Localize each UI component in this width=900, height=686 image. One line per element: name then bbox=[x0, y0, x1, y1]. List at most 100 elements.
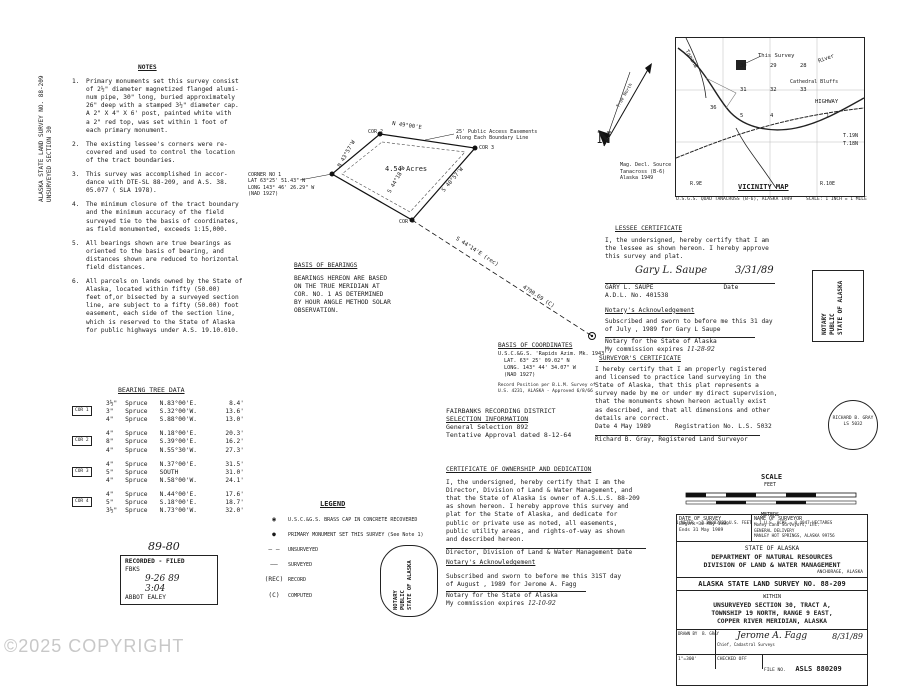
note-item: 3.This survey was accomplished in accor-… bbox=[72, 171, 312, 195]
cor4-monument bbox=[409, 217, 415, 223]
recording-info: FAIRBANKS RECORDING DISTRICT SELECTION I… bbox=[446, 407, 571, 439]
easement-line bbox=[341, 141, 466, 213]
lessee-date-label: Date bbox=[723, 284, 739, 292]
vicinity-this-survey: This Survey bbox=[758, 53, 795, 59]
lessee-notary-title: Notary's Acknowledgement bbox=[605, 306, 695, 314]
legend-symbol: (C) bbox=[268, 591, 280, 599]
legend-item: (C)COMPUTED bbox=[260, 592, 440, 600]
lessee-expires: My commission expires bbox=[605, 345, 684, 353]
note-text: All bearings shown are true bearings as … bbox=[86, 239, 239, 271]
lessee-sign-date: 3/31/89 bbox=[735, 265, 774, 277]
surveyor-date: Date 4 May 1989 bbox=[595, 422, 651, 430]
basis-coords-line1: U.S.C.&G.S. 'Rapids Azim. Mk. 1943' bbox=[498, 351, 608, 358]
legend-label: UNSURVEYED bbox=[288, 547, 319, 554]
cor4-label: COR 4 bbox=[399, 219, 415, 225]
scale-feet: FEET bbox=[764, 482, 777, 489]
bearing-tree-cell: 3½" bbox=[106, 400, 118, 408]
basis-of-bearings: BASIS OF BEARINGS BEARINGS HEREON ARE BA… bbox=[294, 262, 391, 316]
bearing-tree-cell: 20.3' bbox=[225, 430, 244, 438]
cor2-monument bbox=[377, 131, 383, 137]
brass-cap bbox=[588, 332, 596, 340]
ownership-notary-text: Subscribed and sworn to before me this 3… bbox=[446, 573, 622, 589]
vicinity-cathedral: Cathedral Bluffs bbox=[790, 79, 839, 85]
stamp-by: ABBOT EALEY bbox=[125, 594, 166, 602]
legend-symbol: ◉ bbox=[272, 516, 276, 524]
side-label-line2: UNSURVEYED SECTION 30 bbox=[46, 126, 53, 202]
bearing-tree-cell: Spruce bbox=[125, 468, 148, 476]
vicinity-t18n: T.18N bbox=[843, 141, 859, 147]
note-number: 4. bbox=[72, 201, 80, 209]
bearing-tree-cell: 8" bbox=[106, 438, 114, 446]
bearing-tree-cell: 5" bbox=[106, 468, 114, 476]
title-dept: DEPARTMENT OF NATURAL RESOURCES bbox=[711, 553, 833, 562]
notary-seal-lessee: NOTARY PUBLIC STATE OF ALASKA bbox=[812, 270, 864, 342]
bearing-tree-cell: 4" bbox=[106, 460, 114, 468]
legend-symbol: (REC) bbox=[264, 576, 284, 584]
bearing-tree-cell: Spruce bbox=[125, 430, 148, 438]
note-item: 5.All bearings shown are true bearings a… bbox=[72, 240, 312, 272]
bearing-tree-cell: 5" bbox=[106, 499, 114, 507]
bearing-tree-cell: 3½" bbox=[106, 507, 118, 515]
director-signature: Jerome A. Fagg bbox=[737, 630, 808, 641]
area-label: 4.54 Acres bbox=[385, 165, 428, 173]
bearing-tree-cell: Spruce bbox=[125, 408, 148, 416]
bearing-tree-cell: S.88°00'W. bbox=[159, 416, 197, 424]
scale-title: SCALE bbox=[761, 473, 783, 481]
surveyor-title: SURVEYOR'S CERTIFICATE bbox=[599, 355, 681, 362]
surveyor-reg: Registration No. L.S. 5032 bbox=[674, 422, 772, 430]
vicinity-section-number: 31 bbox=[740, 87, 747, 93]
vicinity-r9e: R.9E bbox=[690, 181, 703, 187]
bearing-tree-cell: 32.0' bbox=[225, 507, 244, 515]
basis-bearings-title: BASIS OF BEARINGS bbox=[294, 262, 358, 269]
title-scale: 1"=300' bbox=[678, 656, 697, 662]
bearing-tree-cell: N.55°30'W. bbox=[159, 446, 197, 454]
note-text: All parcels on lands owned by the State … bbox=[86, 278, 243, 334]
bearing-tree-cell: Spruce bbox=[125, 460, 148, 468]
title-city: ANCHORAGE, ALASKA bbox=[816, 570, 863, 576]
bearing-tree-corner: COR 4 bbox=[72, 496, 92, 508]
bearing-tree-cell: Spruce bbox=[125, 416, 148, 424]
bearing-tree-cell: SOUTH bbox=[159, 468, 179, 476]
survey-title: ALASKA STATE LAND SURVEY NO. 88-209 bbox=[698, 580, 846, 589]
legend-label: PRIMARY MONUMENT SET THIS SURVEY (See No… bbox=[288, 532, 424, 539]
bearing-tree-cell: 8.4' bbox=[229, 400, 244, 408]
basis-of-coordinates: BASIS OF COORDINATES U.S.C.&G.S. 'Rapids… bbox=[498, 342, 607, 395]
side-label-line1: ALASKA STATE LAND SURVEY NO. 88-209 bbox=[38, 75, 45, 202]
vicinity-section-number: 5 bbox=[740, 113, 744, 119]
recording-title: FAIRBANKS RECORDING DISTRICT bbox=[446, 407, 556, 415]
lessee-signature: Gary L. Saupe bbox=[635, 265, 708, 277]
bearing-tree-cell: N.44°00'E. bbox=[159, 490, 197, 498]
bearing-tree-cell: 4" bbox=[106, 490, 114, 498]
note-number: 6. bbox=[72, 278, 80, 286]
approved-date: 8/31/89 bbox=[832, 631, 863, 641]
scale-block: SCALE FEET METERS 1 METER = 3.28083333 U… bbox=[676, 473, 866, 527]
stamp-title: RECORDED - FILED bbox=[125, 558, 185, 565]
lessee-notary-text: Subscribed and sworn to before me this 3… bbox=[605, 317, 773, 333]
vicinity-section-number: 1 bbox=[826, 113, 830, 119]
selection-line1: General Selection 892 bbox=[446, 423, 529, 432]
bearing-tree-cell: 4" bbox=[106, 446, 114, 454]
surveyor-label: NAME OF SURVEYOR bbox=[754, 516, 803, 522]
bearing-tree-cell: 13.6' bbox=[225, 408, 244, 416]
legend-label: U.S.C.&G.S. BRASS CAP IN CONCRETE RECOVE… bbox=[288, 517, 418, 524]
north-arrow-icon bbox=[598, 63, 652, 147]
stamp-date: 9-26 89 bbox=[145, 574, 180, 585]
scale-meters: METERS bbox=[761, 512, 780, 519]
ownership-notary-title: Notary's Acknowledgement bbox=[446, 558, 536, 566]
bearing-tree-cell: N.58°00'W. bbox=[159, 476, 197, 484]
note-number: 2. bbox=[72, 140, 80, 148]
bearing-tree-cell: S.32°00'W. bbox=[159, 408, 197, 416]
note-item: 4. The minimum closure of the tract bound… bbox=[72, 201, 312, 233]
title-division: DIVISION OF LAND & WATER MANAGEMENT bbox=[703, 561, 841, 570]
copyright-watermark: ©2025 COPYRIGHT bbox=[4, 636, 185, 656]
drawn-by: DRAWN BY B. GRAY bbox=[678, 630, 719, 636]
file-label: FILE NO. bbox=[764, 667, 786, 673]
note-text: The minimum closure of the tract boundar… bbox=[86, 201, 239, 233]
bearing-tree-cell: Spruce bbox=[125, 446, 148, 454]
